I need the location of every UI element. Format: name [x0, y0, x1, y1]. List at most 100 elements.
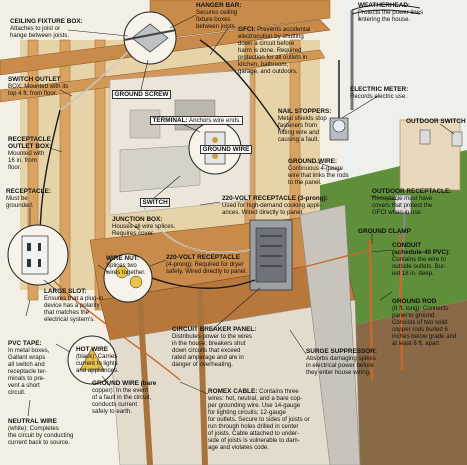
gfci-line: garage, and outdoors. [238, 68, 298, 75]
soil-area [330, 300, 467, 465]
wire-nut-line: wires together. [106, 269, 146, 276]
receptacle-outlet-box-line: 16 in. from [8, 157, 37, 164]
gfci-title: GFCI: [238, 26, 256, 33]
callout-hot-wire: HOT WIRE (black): Carries current to lig… [76, 346, 119, 374]
callout-surge-suppressor: SURGE SUPPRESSOR: Absorbs damaging spike… [306, 348, 377, 376]
callout-ceiling-fixture-box: CEILING FIXTURE BOX: Attaches to joist o… [10, 18, 83, 39]
romex-cable-line: for outlets. Secure to sides of joists o… [208, 416, 310, 423]
gfci-line: electrocution by shutting [238, 33, 304, 40]
callout-large-slot: LARGE SLOT: Ensures that a plug-in devic… [44, 288, 103, 323]
receptacle-220-3prong-title: 220-VOLT RECEPTACLE (3-prong): [222, 195, 328, 202]
hot-wire-title: HOT WIRE [76, 346, 108, 353]
callout-hanger-bar: HANGER BAR: Secures ceiling fixture boxe… [196, 2, 241, 30]
outdoor-receptacle-line: covers that protect the [372, 202, 433, 209]
romex-cable-line: side of joists is vulnerable to dam- [208, 437, 300, 444]
junction-box-title: JUNCTION BOX: [112, 216, 163, 223]
gfci-line: harm is done. Required [238, 47, 302, 54]
switch-outlet-box-title: SWITCH OUTLET [8, 76, 61, 83]
callout-neutral-wire: NEUTRAL WIRE (white): Completes the circ… [8, 418, 73, 446]
conduit-line: Contains the wire to [392, 256, 446, 263]
callout-outdoor-receptacle: OUTDOOR RECEPTACLE: Receptacle must have… [372, 188, 451, 216]
weatherhead-line: Protects the power lines [358, 9, 424, 16]
conduit-line: ied 18 in. deep. [392, 270, 434, 277]
romex-cable-line: of joists. Cable attached to under- [208, 430, 300, 437]
label-ground-wire-top: GROUND WIRE [200, 145, 252, 154]
pvc-tape-title: PVC TAPE: [8, 340, 42, 347]
ceiling-fixture-box-line: Attaches to joist or [10, 25, 61, 32]
ground-rod-line: inches below grade and [392, 333, 457, 340]
conduit-title: CONDUIT [392, 242, 422, 249]
ground-wire-bottom-line: safely to earth. [92, 408, 132, 415]
circuit-breaker-panel-line: in the house; breakers shut [172, 340, 246, 347]
callout-terminal: TERMINAL: Anchors wire ends. [150, 116, 244, 125]
terminal-line: Anchors wire ends. [189, 117, 241, 124]
callout-circuit-breaker-panel: CIRCUIT BREAKER PANEL: Distributes power… [172, 326, 256, 368]
pvc-tape-line: In metal boxes, [8, 347, 50, 354]
callout-electric-meter: ELECTRIC METER: Records electric use. [350, 86, 408, 100]
callout-nail-stoppers: NAIL STOPPERS: Metal shields stop fasten… [278, 108, 331, 143]
hanger-bar-line: Secures ceiling [196, 9, 238, 16]
gfci-line: kitchen, bathroom, [238, 61, 289, 68]
switch-outlet-box-line: BOX: Mounted with its [8, 83, 69, 90]
ground-wire-right-title: GROUND WIRE: [288, 158, 337, 165]
receptacle-220-3prong-line: Used for high-demand cooking appli- [222, 202, 322, 209]
neutral-wire-line: (white): Completes [8, 425, 59, 432]
ground-wire-bottom-line: of a fault in the circuit, [92, 394, 152, 401]
weatherhead-line: entering the house. [358, 16, 411, 23]
large-slot-line: Ensures that a plug-in [44, 295, 104, 302]
callout-conduit: CONDUIT (schedule-40 PVC): Contains the … [392, 242, 450, 277]
nail-stoppers-line: causing a fault. [278, 136, 319, 143]
hanger-bar-line: fixture boxes [196, 16, 231, 23]
pvc-tape-line: circuit. [8, 389, 26, 396]
hot-wire-line: and appliances. [76, 367, 119, 374]
outdoor-receptacle-line: GFCI when in use. [372, 209, 423, 216]
label-outdoor-switch: OUTDOOR SWITCH [406, 118, 466, 125]
receptacle-title: RECEPTACLE: [6, 188, 51, 195]
ground-rods [291, 234, 404, 381]
receptacle-outlet-box-line: Mounted with [8, 150, 45, 157]
neutral-wire-line: the circuit by conducting [8, 432, 74, 439]
receptacle-220-3prong-line: ances. Wired directly to panel. [222, 209, 304, 216]
detail-circle-wire-nut [67, 335, 117, 385]
detail-circle-ceiling-box [123, 11, 177, 65]
circuit-breaker-panel-line: rated amperage and are in [172, 354, 244, 361]
circuit-breaker-panel-drawing [249, 219, 293, 291]
callout-receptacle: RECEPTACLE: Must be grounded. [6, 188, 51, 209]
ceiling-fixture-box-line: hange between joists. [10, 32, 69, 39]
surge-suppressor-line: in electrical power before [306, 362, 374, 369]
ground-wire-right-line: to the panel. [288, 179, 322, 186]
receptacle-220-4prong-line: (4-prong): Required for dryer [166, 261, 244, 268]
callout-ground-wire-right: GROUND WIRE: Continuous 4-gauge wire tha… [288, 158, 349, 186]
terminal-title: TERMINAL: [152, 117, 188, 124]
ground-wire-bottom-title: GROUND WIRE (bare [92, 380, 157, 387]
callout-receptacle-outlet-box: RECEPTACLE OUTLET BOX: Mounted with 16 i… [8, 136, 51, 171]
electric-meter-drawing [329, 60, 349, 141]
callout-ground-wire-bottom: GROUND WIRE (bare copper): In the event … [92, 380, 156, 415]
large-slot-line: electrical system's. [44, 316, 95, 323]
receptacle-220-4prong-title: 220-VOLT RECEPTACLE [166, 254, 240, 261]
callout-pvc-tape: PVC TAPE: In metal boxes, Gallant wraps … [8, 340, 49, 396]
label-switch: SWITCH [140, 198, 171, 207]
junction-box-line: Requires cover. [112, 230, 155, 237]
hot-wire-line: current to lights [76, 360, 118, 367]
receptacle-line: Must be [6, 195, 28, 202]
large-slot-line: device has a polarity [44, 302, 100, 309]
nail-stoppers-line: Metal shields stop [278, 115, 327, 122]
hot-wire-line: (black): Carries [76, 353, 118, 360]
gfci-line: down a circuit before [238, 40, 295, 47]
electric-meter-title: ELECTRIC METER: [350, 86, 409, 93]
weatherhead-title: WEATHERHEAD: [358, 2, 411, 9]
conduit-line: (schedule-40 PVC): [392, 249, 451, 256]
wire-nut-line: Splices two [106, 262, 137, 269]
receptacle-220-4prong-line: safety. Wired directly to panel. [166, 268, 248, 275]
surge-suppressor-line: Absorbs damaging spikes [306, 355, 376, 362]
romex-cable-title: ROMEX CABLE: [208, 388, 258, 395]
ground-wire-right-line: Continuous 4-gauge [288, 165, 343, 172]
circuit-breaker-panel-line: Distributes power to the wires [172, 333, 252, 340]
romex-cable-line: run through holes drilled in center [208, 423, 299, 430]
weatherhead-drawing [350, 3, 421, 110]
outdoor-receptacle-line: Receptacle must have [372, 195, 433, 202]
kitchen-room [109, 69, 251, 216]
